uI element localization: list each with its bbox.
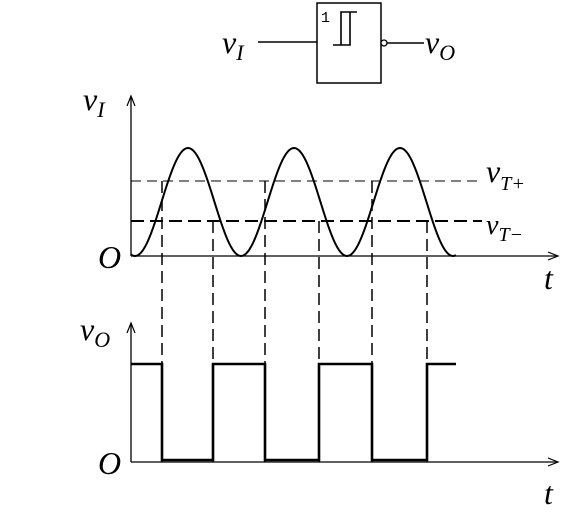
input-y-axis-arrow	[126, 94, 136, 107]
inversion-bubble-icon	[380, 39, 388, 47]
gate-function-mark: 1	[321, 10, 330, 27]
output-square-wave	[131, 362, 456, 462]
output-y-label: vO	[80, 311, 110, 352]
input-plot: vI O t vT+ vT−	[83, 81, 560, 296]
input-y-label: vI	[83, 81, 106, 122]
gate-input-label: vI	[222, 24, 245, 65]
output-y-axis-arrow	[126, 321, 136, 334]
upper-threshold-label: vT+	[486, 153, 525, 195]
schmitt-hysteresis-icon	[333, 11, 357, 46]
schmitt-inverter-symbol: 1 vI vO	[222, 2, 455, 84]
input-sine-wave	[130, 146, 457, 258]
output-x-axis-arrow	[547, 457, 560, 467]
output-origin-label: O	[98, 445, 121, 481]
output-plot: vO O t	[80, 311, 560, 511]
input-x-axis-arrow	[547, 251, 560, 261]
input-origin-label: O	[98, 239, 121, 275]
gate-output-label: vO	[425, 24, 455, 65]
lower-threshold-label: vT−	[486, 210, 523, 246]
input-x-label: t	[544, 260, 554, 296]
switching-projection-lines	[161, 181, 428, 462]
output-x-label: t	[544, 475, 554, 511]
